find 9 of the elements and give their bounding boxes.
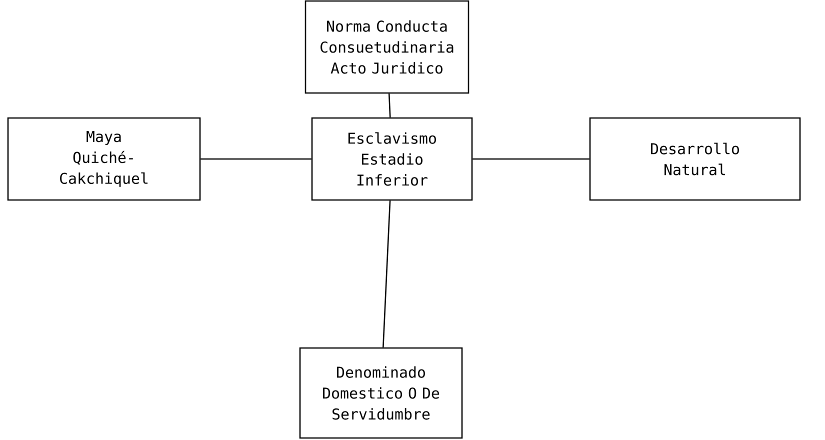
text-box: Denominado Domestico O De Servidumbre [299, 347, 463, 439]
text-box: Esclavismo Estadio Inferior [311, 117, 473, 201]
text-box: Maya Quiché- Cakchiquel [7, 117, 201, 201]
connector-line [388, 94, 391, 118]
text-box: Desarrollo Natural [589, 117, 801, 201]
connector-line [382, 200, 391, 348]
connector-line [200, 158, 312, 160]
text-box: Norma Conducta Consuetudinaria Acto Juridico [304, 0, 470, 94]
connector-line [472, 158, 590, 160]
